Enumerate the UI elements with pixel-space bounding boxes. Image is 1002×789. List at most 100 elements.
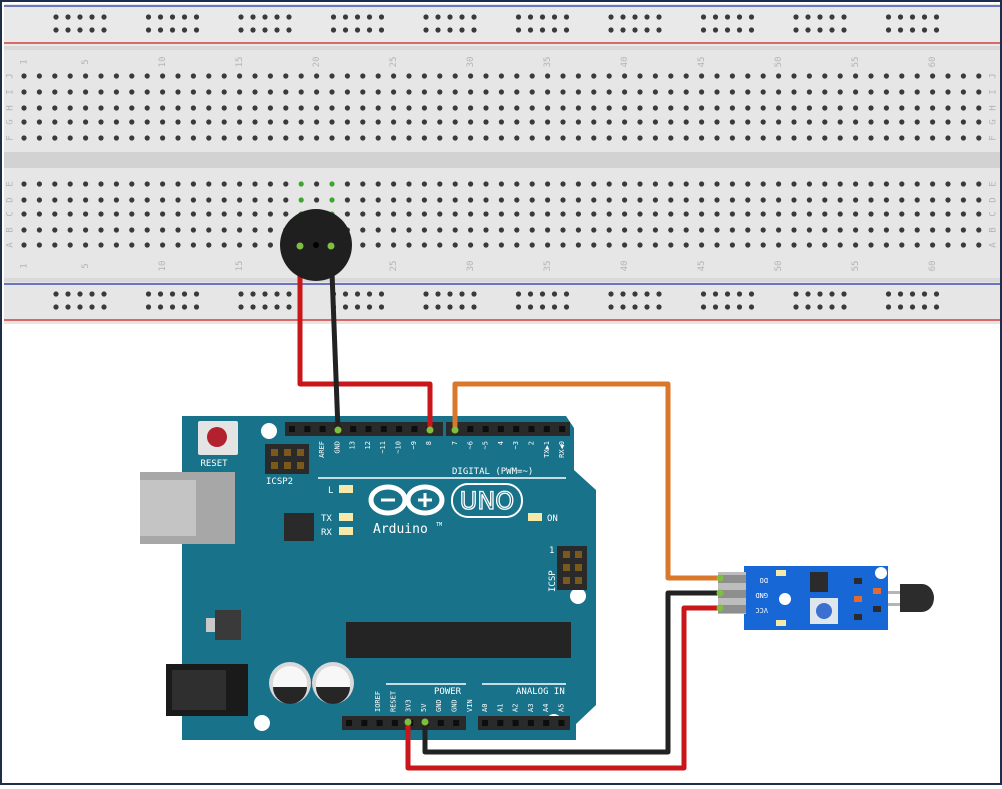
breadboard-hole (344, 89, 350, 95)
breadboard-hole (283, 181, 289, 187)
potentiometer-knob-icon[interactable] (816, 603, 832, 619)
breadboard-hole (760, 89, 766, 95)
breadboard-hole (190, 197, 196, 203)
reset-button-cap[interactable] (207, 427, 227, 447)
rail-hole (366, 304, 373, 310)
breadboard-hole (113, 119, 119, 125)
rail-hole (330, 27, 337, 33)
breadboard-hole (806, 73, 813, 79)
rail-hole (656, 304, 662, 310)
breadboard-hole (899, 135, 905, 141)
breadboard-hole (129, 227, 135, 233)
breadboard-hole (652, 227, 659, 233)
breadboard-hole (930, 73, 936, 79)
breadboard-hole (745, 105, 751, 111)
breadboard-hole (452, 211, 458, 217)
buzzer-pin-negative (327, 242, 335, 250)
rail-hole (101, 14, 107, 20)
breadboard-hole (545, 242, 551, 248)
column-number: 30 (466, 57, 476, 68)
breadboard-hole (699, 181, 705, 187)
breadboard-hole (237, 227, 243, 233)
ir-receiver-dome (910, 584, 934, 612)
breadboard-hole (960, 227, 967, 233)
breadboard-hole (868, 211, 874, 217)
breadboard-hole (67, 73, 73, 79)
rail-hole (527, 27, 534, 33)
breadboard-hole (160, 105, 166, 111)
breadboard-hole (945, 105, 951, 111)
column-number: 1 (20, 263, 30, 268)
breadboard-hole (237, 89, 243, 95)
breadboard-hole (144, 211, 150, 217)
breadboard-hole (267, 197, 273, 203)
breadboard-hole (622, 227, 628, 233)
breadboard-hole (160, 119, 166, 125)
breadboard-hole (560, 89, 566, 95)
rail-hole (909, 14, 916, 20)
rail-hole (435, 291, 441, 297)
led-rx-label: RX (321, 528, 332, 538)
row-letter: A (989, 242, 999, 248)
header-pin (482, 720, 488, 726)
rail-hole (378, 291, 385, 297)
rail-hole (330, 14, 337, 20)
breadboard-hole (329, 73, 335, 79)
breadboard-hole (52, 135, 58, 141)
breadboard-hole (83, 242, 89, 248)
breadboard-hole (806, 105, 813, 111)
breadboard-hole (21, 89, 27, 95)
breadboard-hole (606, 119, 612, 125)
breadboard-hole (252, 105, 258, 111)
breadboard-hole (606, 211, 612, 217)
breadboard-hole (468, 135, 474, 141)
rail-hole (101, 304, 107, 310)
column-number: 20 (312, 57, 322, 68)
breadboard-hole (406, 227, 412, 233)
breadboard-hole (806, 211, 813, 217)
breadboard-hole (514, 242, 520, 248)
breadboard-hole (822, 181, 828, 187)
rail-hole (65, 27, 71, 33)
atmega-chip (346, 622, 571, 658)
breadboard-hole (591, 119, 597, 125)
breadboard-hole (591, 197, 597, 203)
header-pin (437, 720, 444, 726)
breadboard-hole (175, 89, 181, 95)
breadboard-hole (360, 227, 366, 233)
breadboard-hole (652, 211, 659, 217)
breadboard-hole (806, 181, 813, 187)
rail-hole (632, 27, 638, 33)
breadboard-hole (622, 242, 628, 248)
power-pin-label: 5V (420, 703, 428, 712)
rail-hole (909, 304, 916, 310)
breadboard-hole (853, 242, 859, 248)
breadboard-hole (21, 181, 27, 187)
breadboard-hole (745, 181, 751, 187)
breadboard-hole (606, 135, 612, 141)
rail-hole (250, 304, 256, 310)
breadboard-hole (899, 89, 905, 95)
digital-pin-label: ~3 (512, 441, 520, 449)
column-number: 15 (235, 261, 245, 272)
rail-hole (157, 14, 164, 20)
rail-hole (77, 27, 83, 33)
breadboard-hole (421, 105, 427, 111)
icsp-pin (563, 551, 570, 558)
breadboard-hole (529, 119, 535, 125)
breadboard-hole (375, 181, 381, 187)
breadboard-hole (822, 135, 828, 141)
breadboard-hole (421, 227, 427, 233)
rail-hole (157, 27, 164, 33)
arduino-tm: TM (436, 522, 442, 528)
rail-hole (515, 304, 522, 310)
breadboard-hole (545, 119, 551, 125)
breadboard-hole (514, 211, 520, 217)
breadboard-hole (791, 242, 797, 248)
breadboard-hole (283, 197, 289, 203)
column-number: 25 (389, 57, 399, 68)
breadboard-hole (113, 181, 119, 187)
rail-hole (169, 27, 176, 33)
breadboard-labels: 1155101015152020252530303535404045455050… (6, 57, 999, 272)
